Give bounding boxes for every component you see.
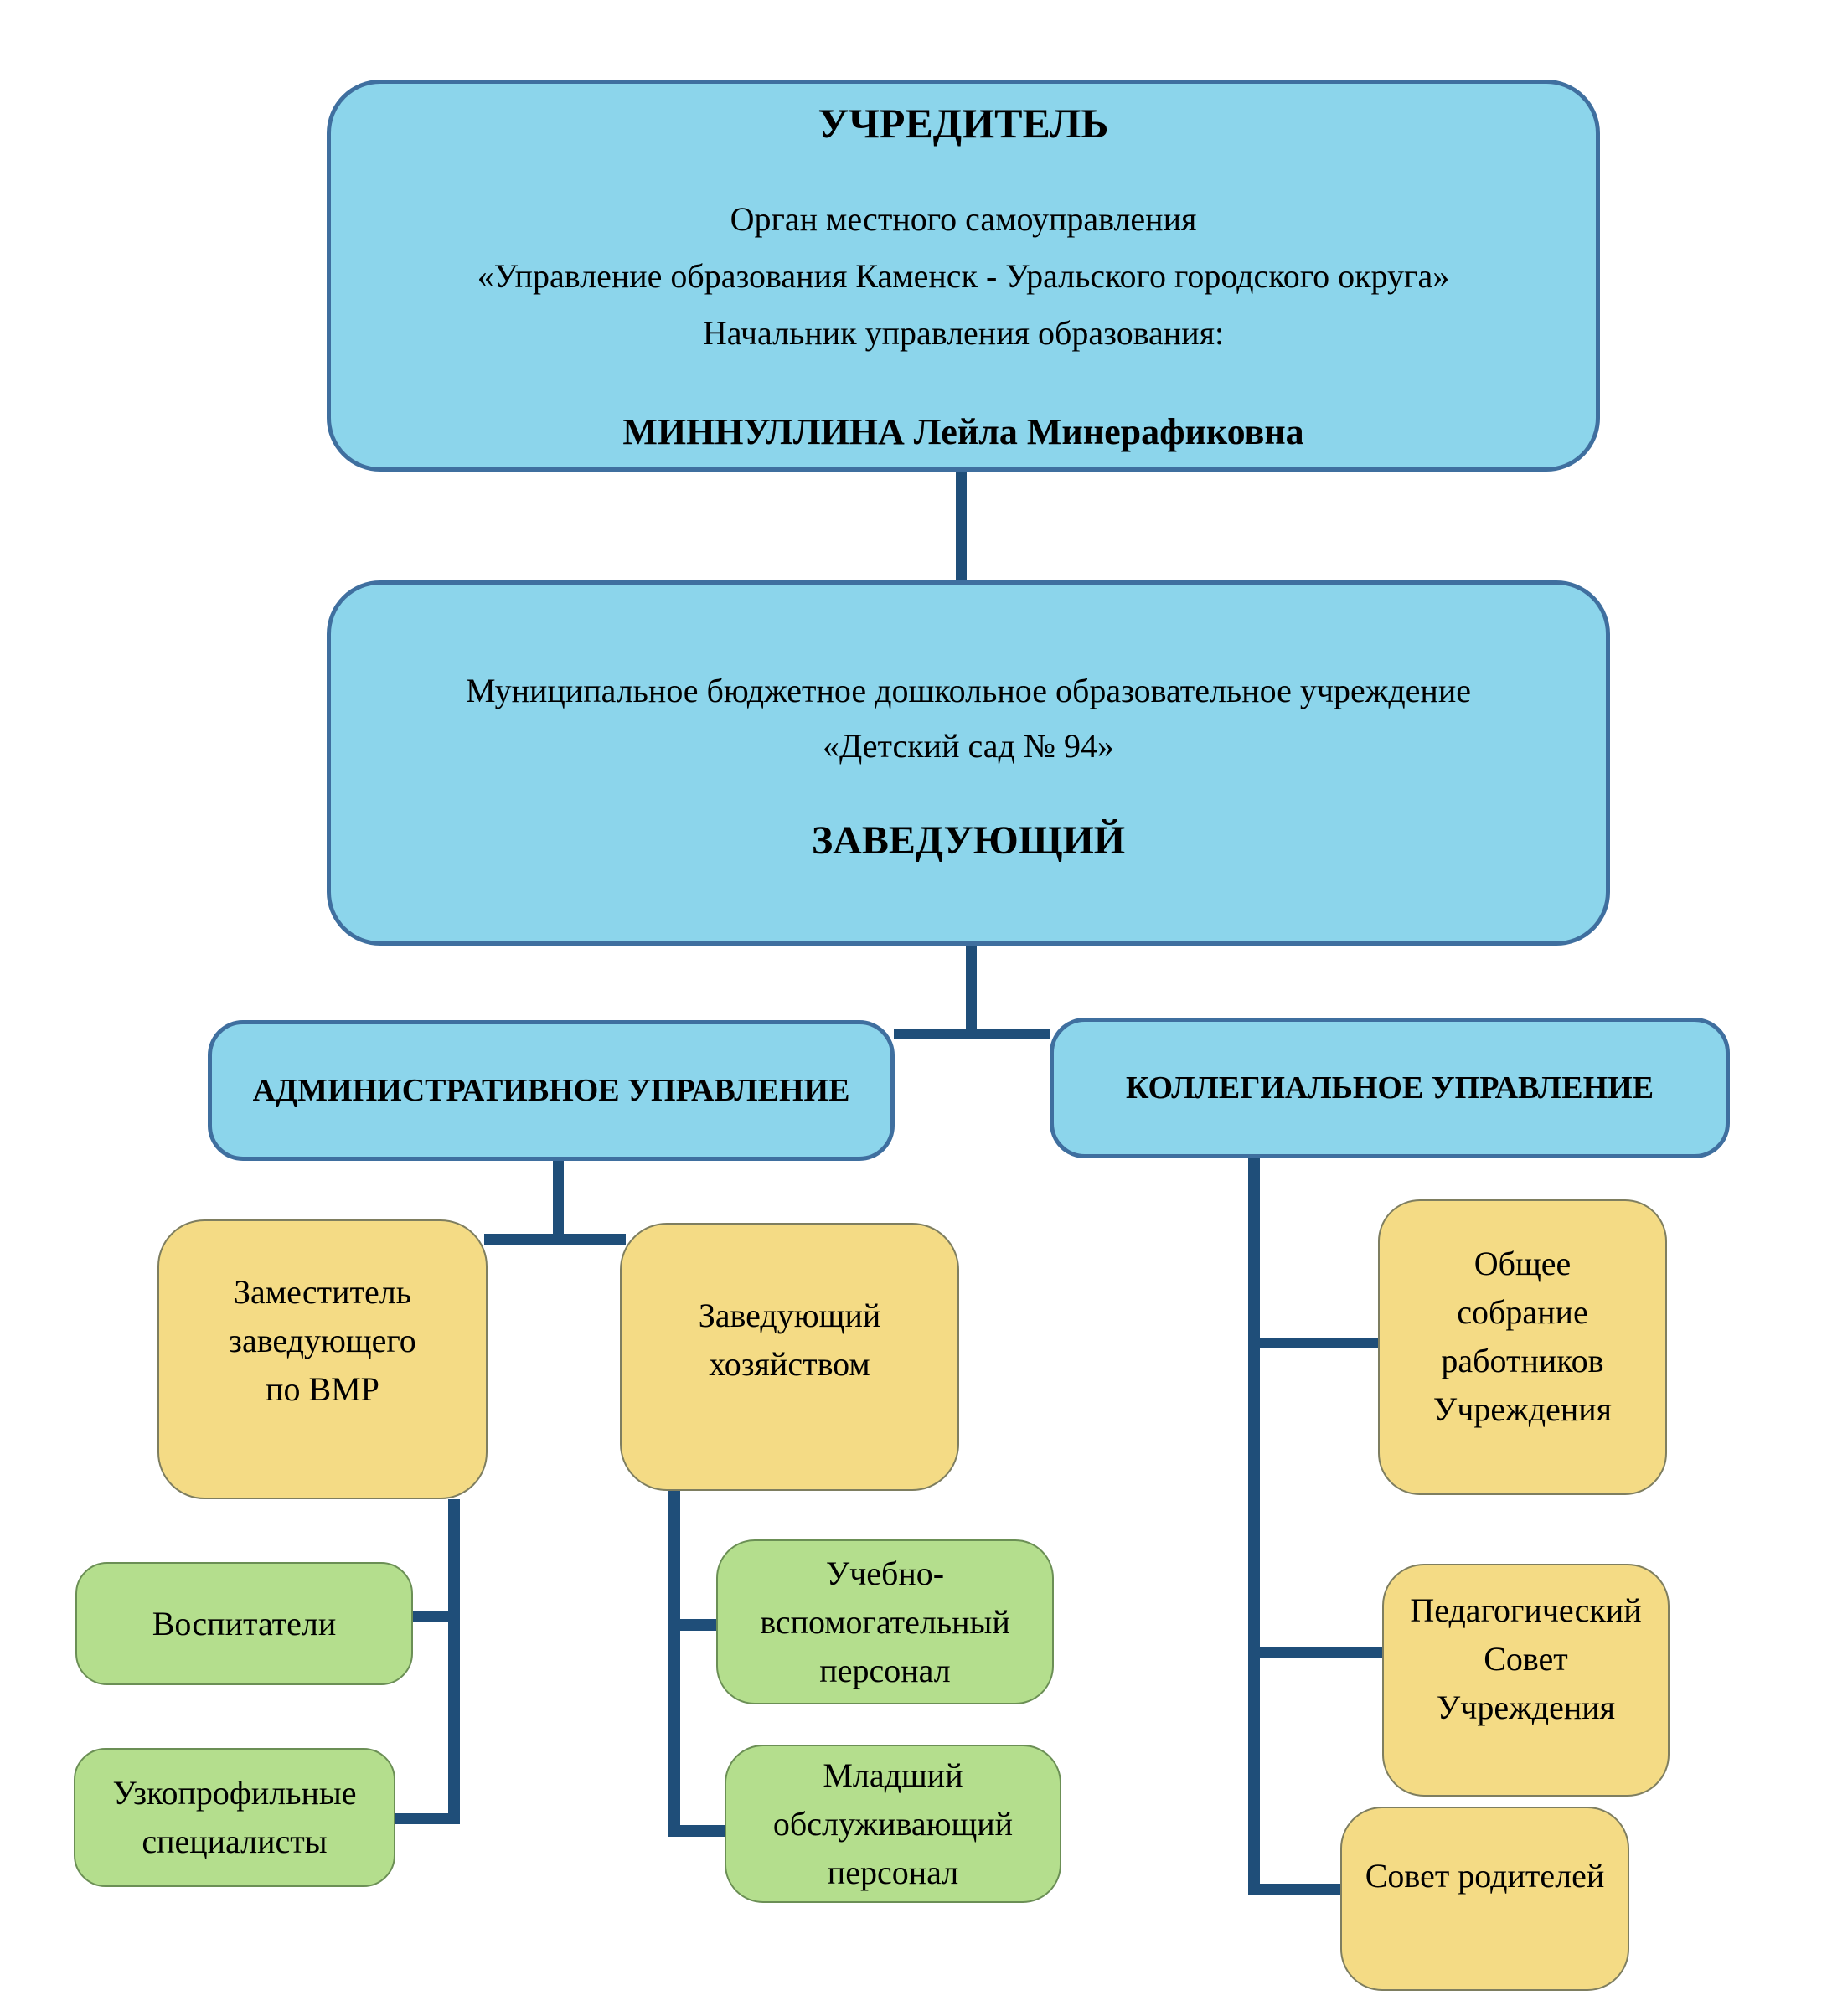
admin-branch-title: АДМИНИСТРАТИВНОЕ УПРАВЛЕНИЕ: [252, 1073, 850, 1108]
connector-admin-horizontal: [484, 1234, 626, 1245]
parents-council-label: Совет родителей: [1365, 1856, 1605, 1895]
connector-founder-to-institution: [956, 469, 967, 583]
connector-stub-junior-staff: [668, 1825, 725, 1837]
founder-line3: Начальник управления образования:: [702, 313, 1225, 352]
connector-collegial-stem: [1248, 1158, 1260, 1895]
pedagogical-council-label: Педагогический Совет Учреждения: [1410, 1591, 1642, 1726]
founder-line2: «Управление образования Каменск - Уральс…: [477, 256, 1450, 295]
institution-line1: Муниципальное бюджетное дошкольное образ…: [466, 671, 1471, 709]
connector-admin-stem: [553, 1161, 564, 1245]
steward-label: Заведующий хозяйством: [698, 1297, 881, 1383]
educators-label: Воспитатели: [152, 1604, 337, 1642]
specialists-box: Узкопрофильные специалисты: [74, 1748, 395, 1887]
founder-box: УЧРЕДИТЕЛЬ Орган местного самоуправления…: [327, 80, 1600, 472]
deputy-head-box: Заместитель заведующего по ВМР: [157, 1219, 488, 1499]
admin-branch-box: АДМИНИСТРАТИВНОЕ УПРАВЛЕНИЕ: [208, 1020, 895, 1161]
specialists-label: Узкопрофильные специалисты: [112, 1774, 357, 1860]
support-staff-label: Учебно- вспомогательный персонал: [760, 1554, 1010, 1689]
junior-staff-box: Младший обслуживающий персонал: [725, 1745, 1061, 1903]
institution-line2: «Детский сад № 94»: [822, 726, 1114, 765]
founder-name: МИННУЛЛИНА Лейла Минерафиковна: [622, 410, 1304, 452]
founder-line1: Орган местного самоуправления: [730, 199, 1197, 238]
founder-title: УЧРЕДИТЕЛЬ: [818, 99, 1109, 147]
connector-stub-pedagogical-council: [1257, 1647, 1382, 1658]
general-meeting-box: Общее собрание работников Учреждения: [1378, 1199, 1667, 1495]
connector-deputy-stem: [448, 1499, 460, 1824]
steward-box: Заведующий хозяйством: [620, 1223, 959, 1491]
pedagogical-council-box: Педагогический Совет Учреждения: [1382, 1564, 1670, 1797]
institution-title: ЗАВЕДУЮЩИЙ: [811, 817, 1126, 863]
support-staff-box: Учебно- вспомогательный персонал: [716, 1539, 1054, 1704]
educators-box: Воспитатели: [75, 1562, 413, 1685]
connector-stub-specialists: [395, 1813, 460, 1824]
institution-box: Муниципальное бюджетное дошкольное образ…: [327, 580, 1610, 946]
collegial-branch-title: КОЛЛЕГИАЛЬНОЕ УПРАВЛЕНИЕ: [1125, 1070, 1654, 1106]
connector-stub-parents-council: [1248, 1884, 1340, 1895]
connector-branches-horizontal: [894, 1029, 1050, 1039]
connector-stub-general-meeting: [1257, 1338, 1378, 1348]
connector-steward-stem: [668, 1491, 680, 1837]
connector-institution-stem: [966, 944, 977, 1039]
deputy-head-label: Заместитель заведующего по ВМР: [229, 1272, 416, 1408]
junior-staff-label: Младший обслуживающий персонал: [772, 1756, 1014, 1891]
parents-council-box: Совет родителей: [1340, 1807, 1629, 1991]
connector-stub-educators: [413, 1611, 460, 1622]
general-meeting-label: Общее собрание работников Учреждения: [1432, 1245, 1613, 1428]
collegial-branch-box: КОЛЛЕГИАЛЬНОЕ УПРАВЛЕНИЕ: [1050, 1018, 1730, 1158]
connector-stub-support-staff: [679, 1619, 716, 1631]
